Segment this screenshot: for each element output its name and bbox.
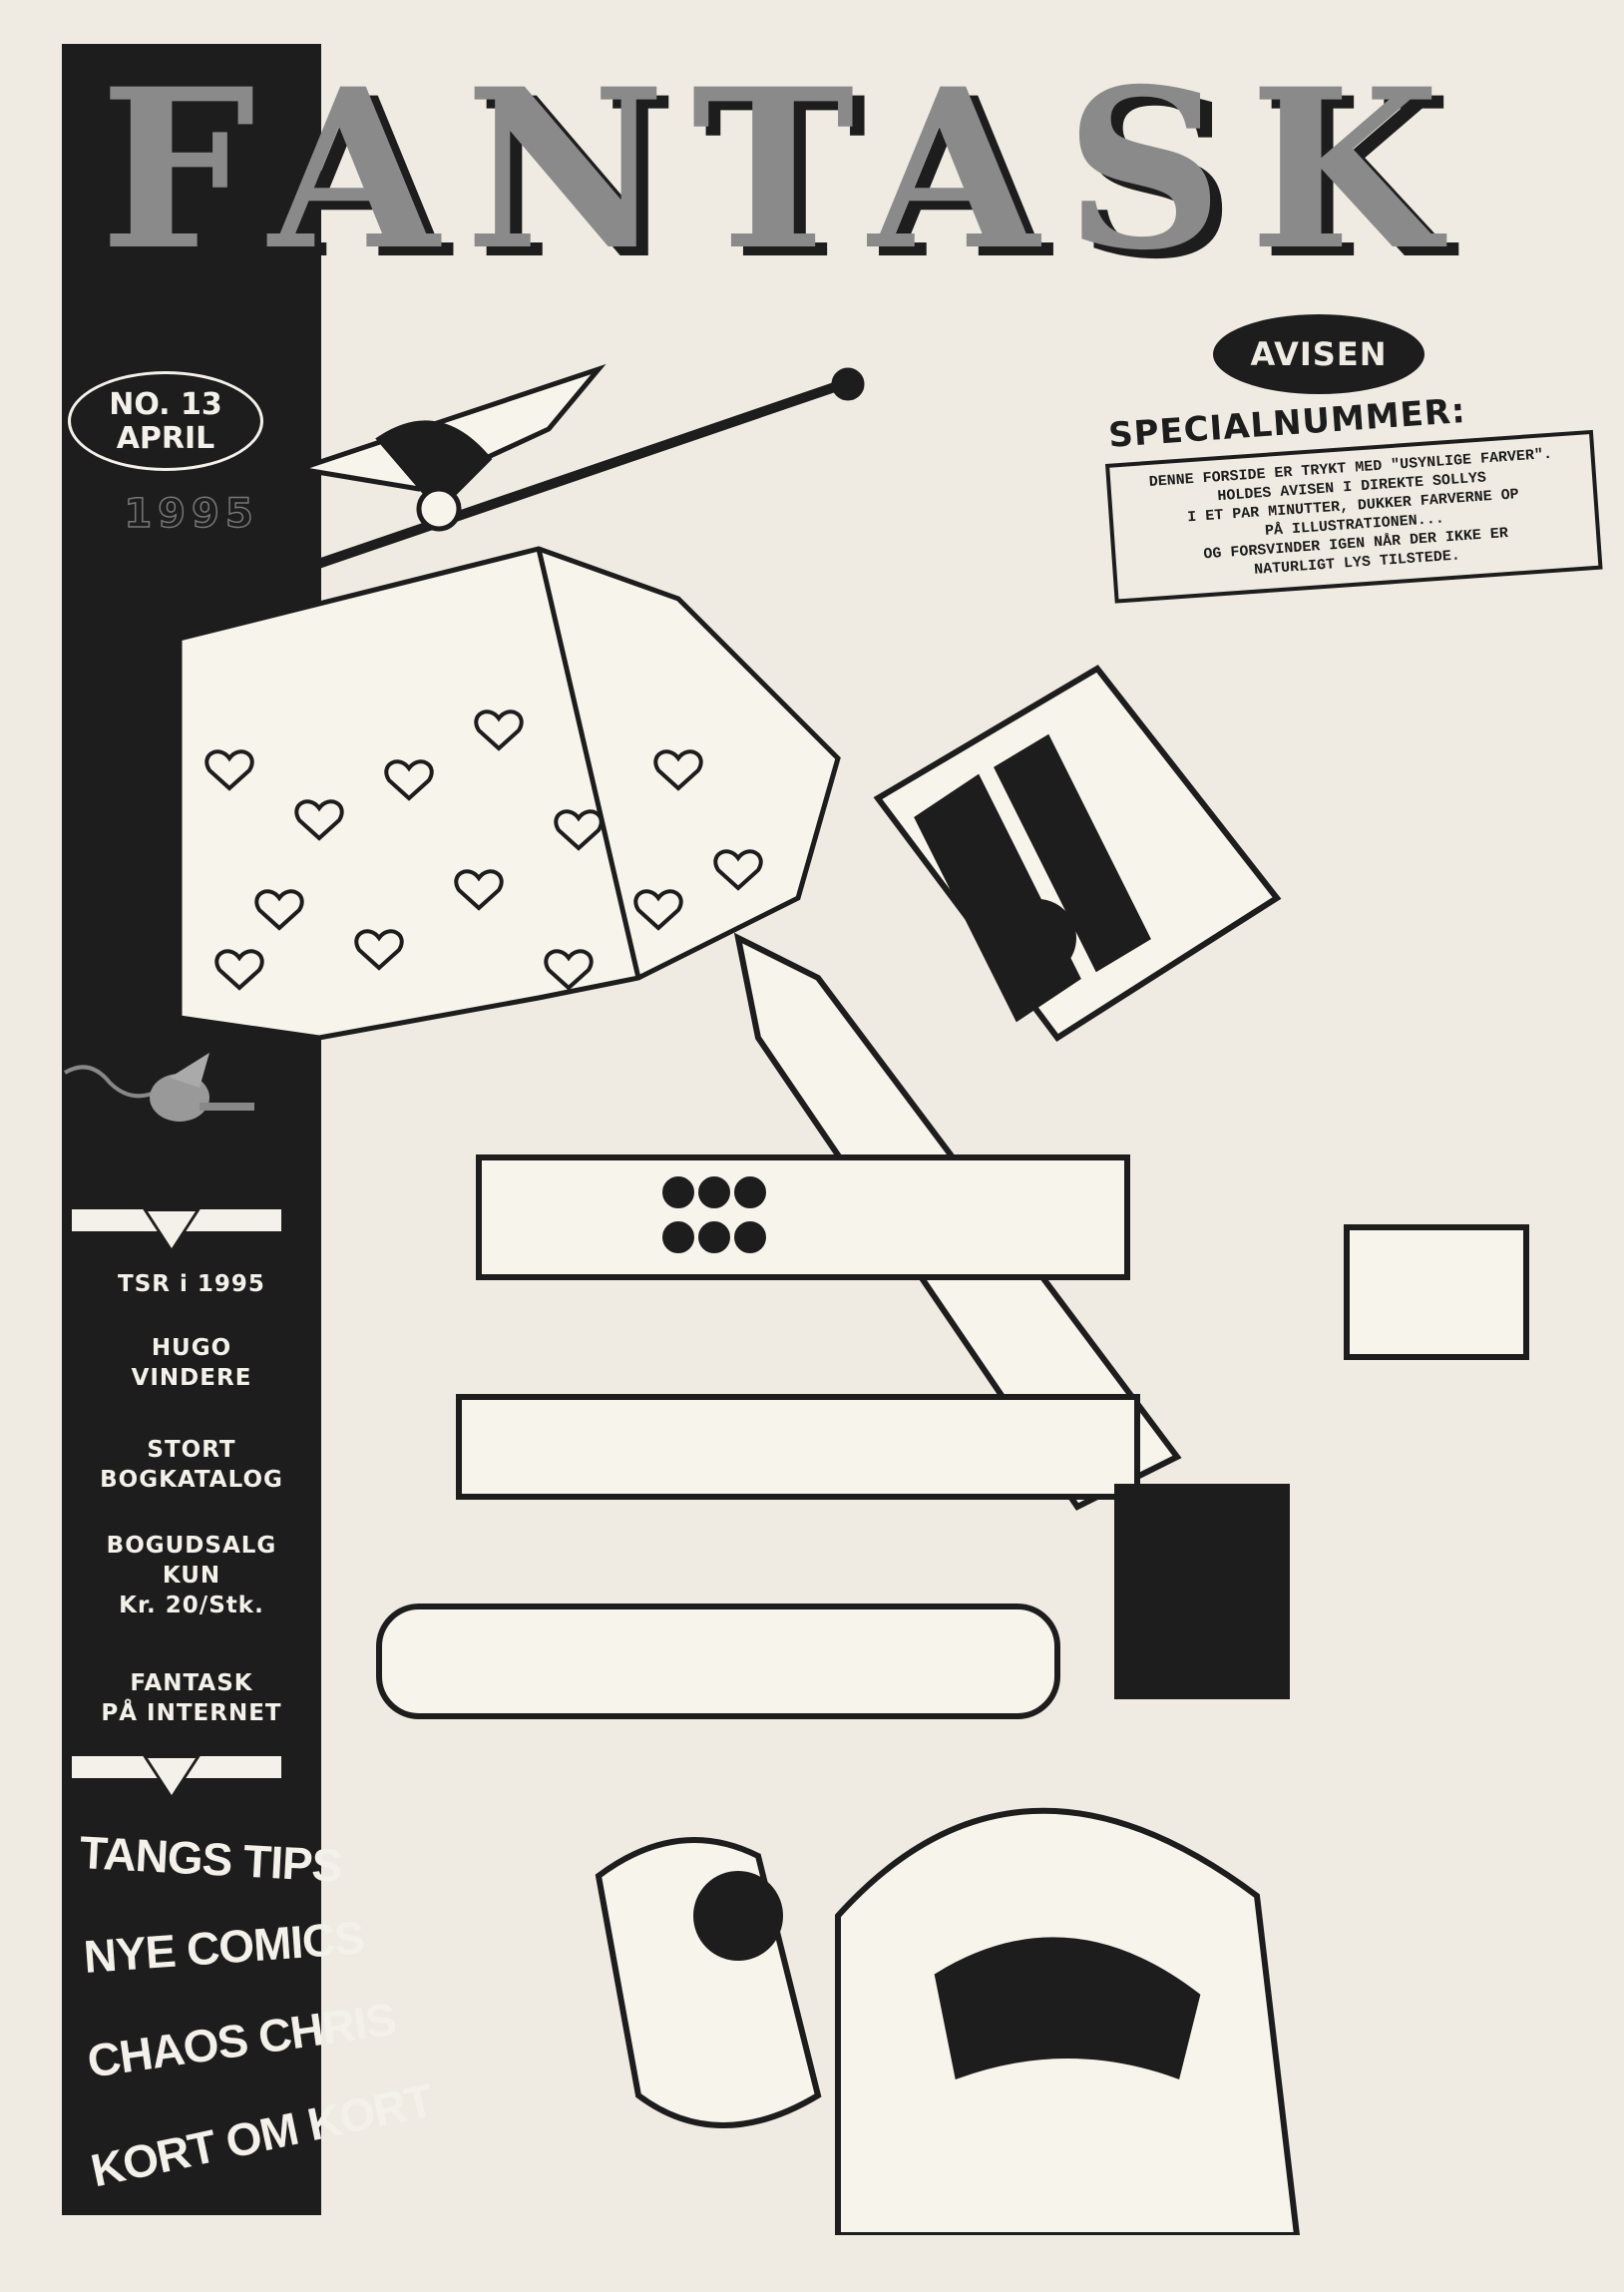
triangle-down-icon	[142, 1754, 202, 1800]
heart-icon	[354, 929, 404, 971]
item-line: HUGO	[151, 1335, 232, 1361]
heart-icon	[254, 889, 304, 931]
issue-year: 1995	[124, 490, 259, 538]
triangle-down-icon	[142, 1207, 202, 1253]
item-line: FANTASK	[130, 1670, 253, 1696]
barrel-hole	[734, 1221, 766, 1253]
barrel-hole	[662, 1176, 694, 1208]
item-line: STORT	[147, 1437, 236, 1463]
barrel-hole	[698, 1176, 730, 1208]
barrel-hole	[734, 1176, 766, 1208]
item-line: VINDERE	[131, 1365, 252, 1391]
sidebar-item-bogkatalog: STORT BOGKATALOG	[62, 1435, 321, 1495]
heart-icon	[294, 799, 344, 841]
cover-illustration	[120, 363, 1529, 2235]
sidebar-item-tsr: TSR i 1995	[62, 1269, 321, 1299]
sidebar-item-internet: FANTASK PÅ INTERNET	[62, 1668, 321, 1728]
heart-icon	[633, 889, 683, 931]
item-line: BOGUDSALG	[106, 1533, 277, 1559]
heart-icon	[544, 949, 594, 991]
sidebar-item-hugo: HUGO VINDERE	[62, 1333, 321, 1393]
issue-month: APRIL	[116, 421, 215, 456]
heart-icon	[454, 869, 504, 911]
issue-number: NO. 13	[109, 387, 222, 422]
barrel-hole	[698, 1221, 730, 1253]
heart-icon	[653, 749, 703, 791]
item-line: BOGKATALOG	[100, 1467, 283, 1493]
heart-icon	[214, 949, 264, 991]
masthead-subtitle-badge: AVISEN	[1213, 314, 1424, 394]
issue-badge: NO. 13 APRIL	[68, 371, 263, 471]
barrel-hole	[662, 1221, 694, 1253]
heart-icon	[554, 809, 604, 851]
heart-icon	[713, 849, 763, 891]
masthead-title: FANTASK	[100, 40, 1466, 298]
heart-icon	[384, 759, 434, 801]
heart-icon	[474, 709, 524, 751]
item-line: TSR i 1995	[118, 1271, 265, 1297]
heart-icon	[204, 749, 254, 791]
item-line: PÅ INTERNET	[101, 1700, 282, 1726]
bird-logo-icon	[63, 1053, 254, 1122]
sidebar-item-bogudsalg: BOGUDSALG KUN Kr. 20/Stk.	[62, 1531, 321, 1620]
item-line: Kr. 20/Stk.	[119, 1593, 264, 1618]
item-line: KUN	[162, 1563, 221, 1589]
